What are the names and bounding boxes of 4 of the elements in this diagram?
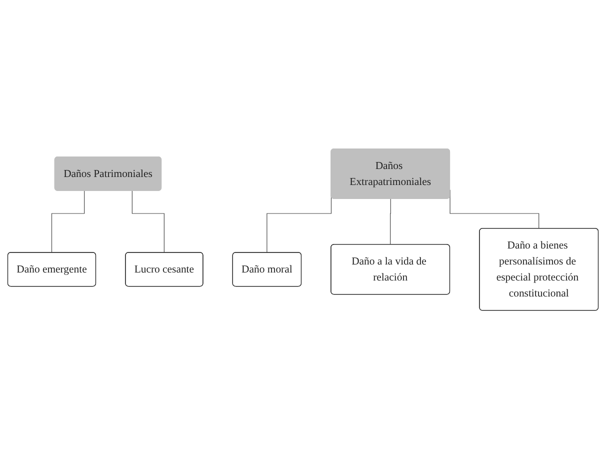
connector bbox=[390, 198, 391, 245]
connector bbox=[51, 190, 85, 253]
diagram: Daños Patrimoniales Daño emergente Lucro cesante Daños Extrapatrimoniales Daño moral Daño a la vida de relación Daño a bienes personalísimos de especial protección constitucional bbox=[3, 144, 603, 316]
connector bbox=[132, 190, 165, 253]
